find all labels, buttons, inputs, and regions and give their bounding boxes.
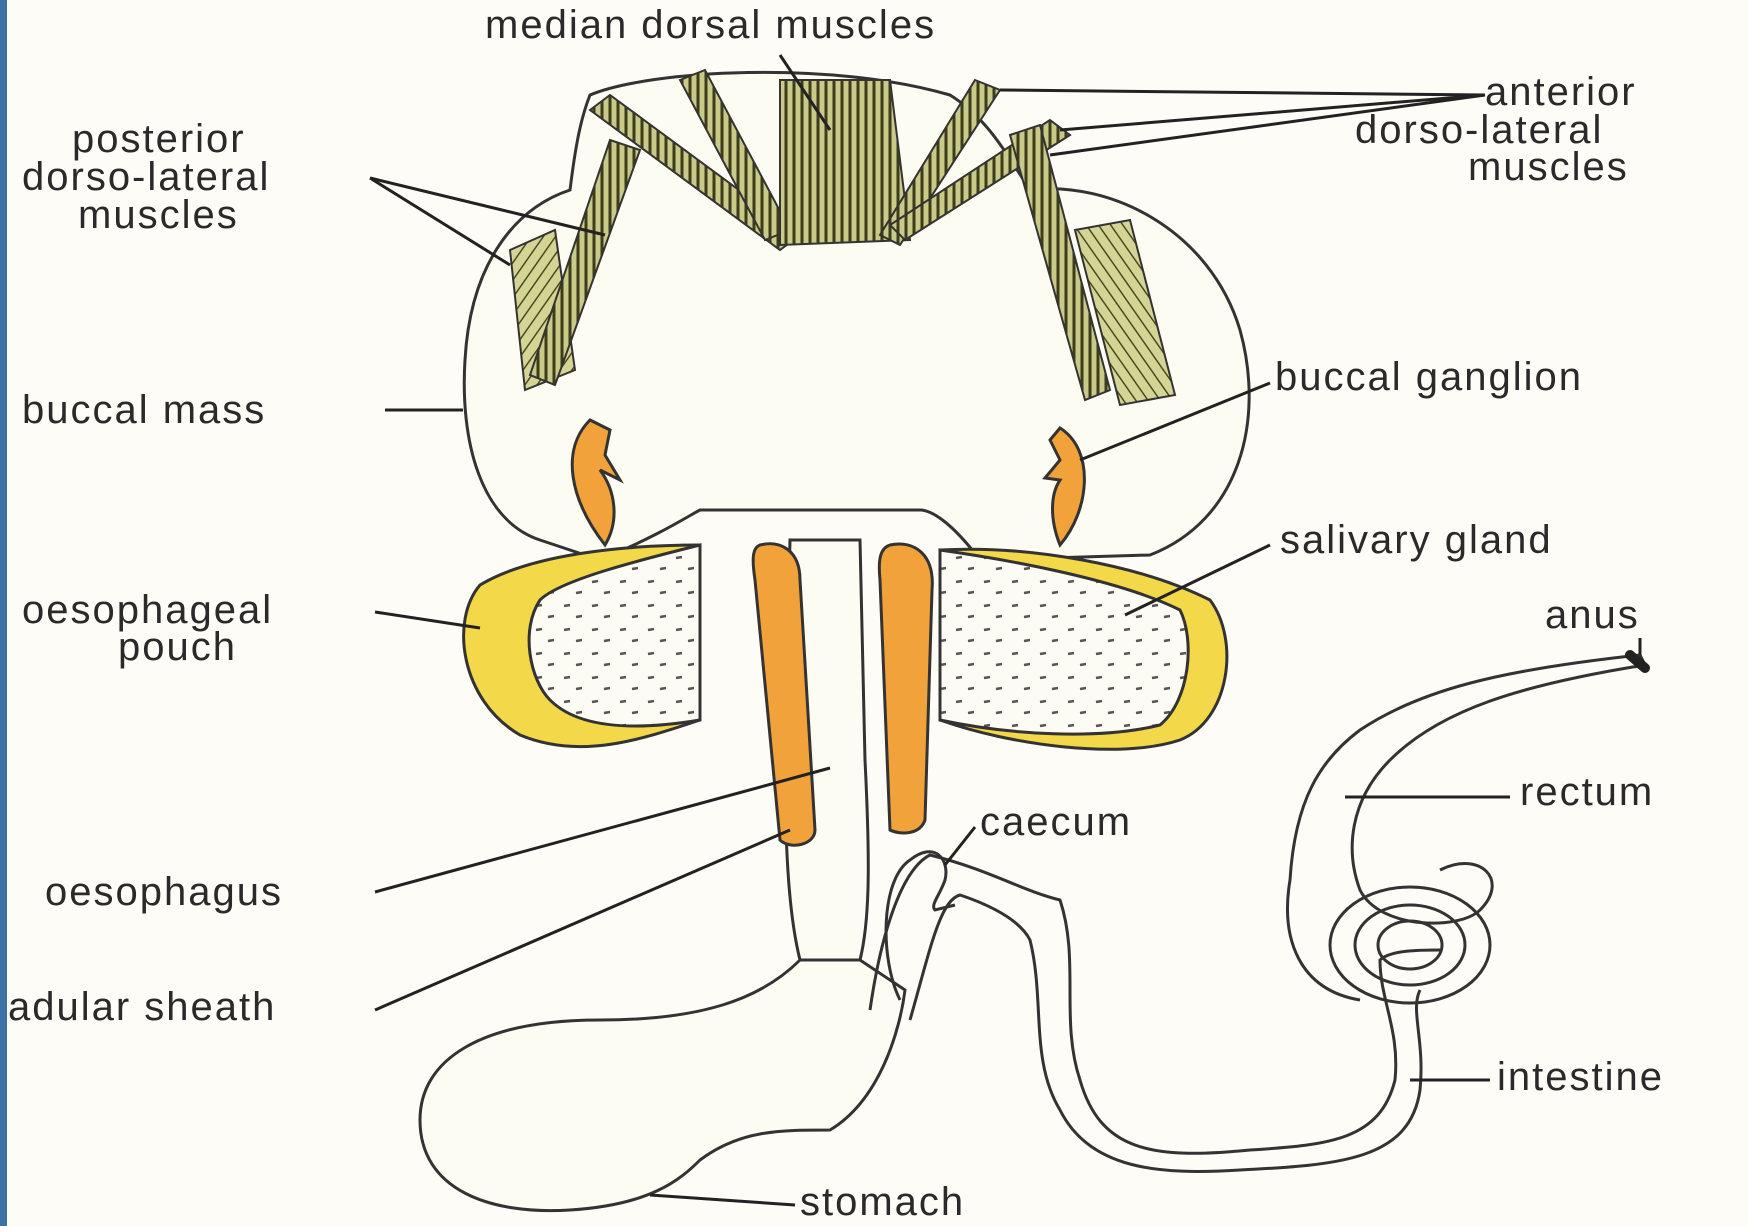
label-buccal-ganglion: buccal ganglion	[1275, 355, 1583, 399]
leader-posterior-2	[370, 178, 510, 265]
label-rectum: rectum	[1520, 770, 1654, 814]
leader-caecum	[945, 827, 975, 865]
label-radular-sheath: adular sheath	[8, 985, 276, 1029]
leader-oesophagus	[375, 768, 830, 892]
label-caecum: caecum	[980, 800, 1132, 844]
label-anterior-line3: muscles	[1468, 145, 1629, 189]
rectum-loop-inner	[1378, 921, 1442, 969]
label-salivary-gland: salivary gland	[1280, 518, 1553, 562]
label-buccal-mass: buccal mass	[22, 388, 266, 432]
label-intestine: intestine	[1497, 1055, 1664, 1099]
rectum-loop-mid	[1355, 905, 1465, 985]
intestine-tube	[870, 855, 1440, 1153]
leader-radular-sheath	[375, 830, 790, 1010]
intestine-tube-inner	[910, 895, 1421, 1171]
label-anus: anus	[1545, 593, 1640, 637]
label-oesophageal-line2: pouch	[118, 625, 237, 669]
label-stomach: stomach	[800, 1180, 965, 1224]
label-median-dorsal-muscles: median dorsal muscles	[485, 3, 936, 47]
label-posterior-line3: muscles	[78, 193, 239, 237]
radular-sheath-right	[879, 544, 932, 833]
label-oesophagus: oesophagus	[45, 870, 283, 914]
leader-stomach	[650, 1195, 795, 1205]
stomach-shape	[420, 960, 905, 1211]
leader-anterior-1	[1000, 90, 1485, 95]
